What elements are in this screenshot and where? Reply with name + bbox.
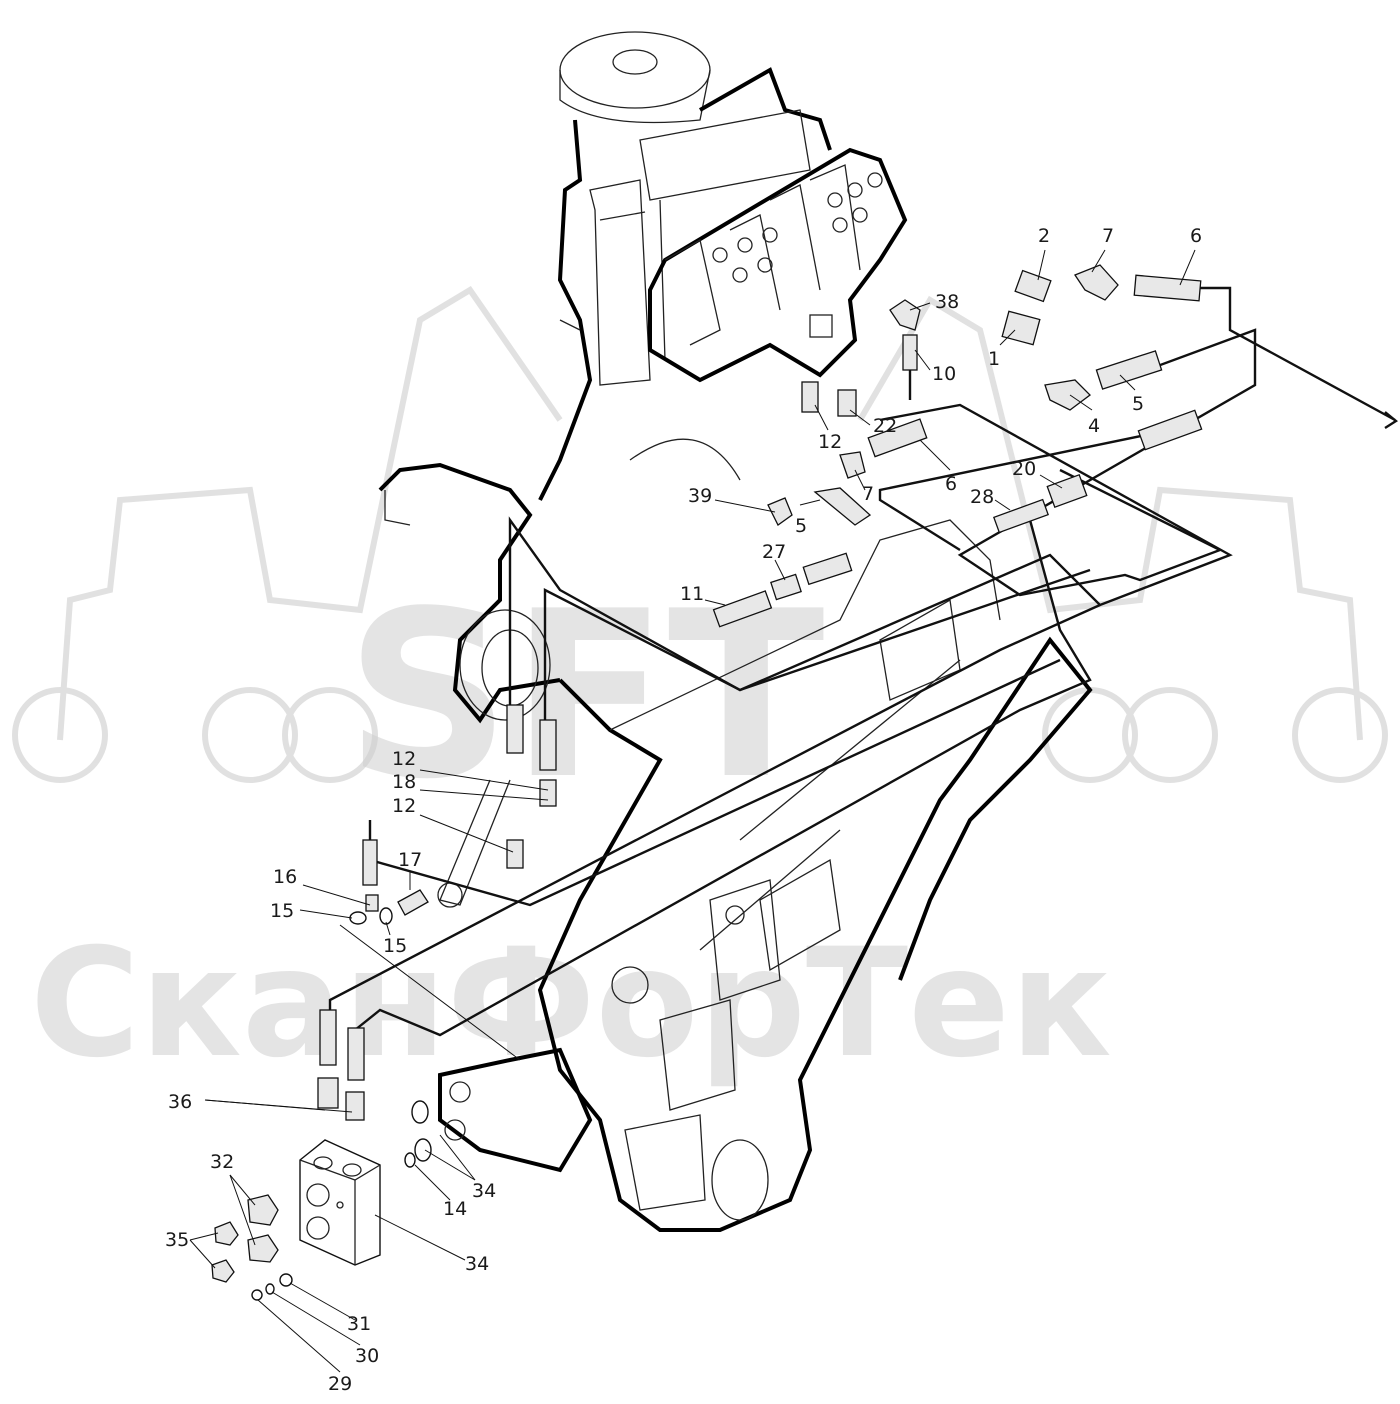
seal-34b	[414, 1138, 432, 1162]
callout-34: 34	[472, 1180, 496, 1202]
callout-12c: 12	[392, 795, 416, 817]
callout-18: 18	[392, 771, 416, 793]
callout-35: 35	[165, 1229, 189, 1251]
callout-34b: 34	[465, 1253, 489, 1275]
plug-35b	[211, 1259, 235, 1283]
seal-14	[404, 1152, 416, 1168]
callout-22: 22	[873, 415, 897, 437]
hose-end-28	[992, 498, 1050, 534]
bolt-29	[251, 1289, 263, 1301]
callout-6b: 6	[945, 473, 957, 495]
callout-10: 10	[932, 363, 956, 385]
hose-end-5a	[1095, 350, 1163, 390]
plug-32a	[247, 1194, 279, 1226]
callout-labels: 2 7 6 38 1 10 5 4 22 12 6 20 7 28 39 5 2…	[165, 225, 1202, 1395]
fitting-31	[279, 1273, 293, 1287]
hose-end-36b	[347, 1027, 365, 1081]
seal-15b	[379, 907, 393, 925]
elbow-7	[1074, 264, 1119, 301]
hose-end-12b-a	[506, 704, 524, 754]
callout-7: 7	[1102, 225, 1114, 247]
leader-lines	[189, 249, 1196, 1373]
callout-5: 5	[1132, 393, 1144, 415]
callout-11: 11	[680, 583, 704, 605]
hose-end-20	[1137, 409, 1203, 451]
callout-31: 31	[347, 1313, 371, 1335]
hydraulic-lines	[328, 286, 1396, 1037]
hose-end-6b	[867, 418, 928, 458]
watermark-excavator-icon	[12, 285, 1388, 783]
line-continuation-arrow	[1384, 411, 1399, 430]
sensor-10	[902, 334, 918, 371]
callout-12: 12	[818, 431, 842, 453]
hose-end-5c	[802, 552, 853, 586]
fitting-22	[837, 389, 857, 417]
hose-end-36a	[319, 1009, 337, 1066]
callout-1: 1	[988, 348, 1000, 370]
seal-34a	[411, 1100, 429, 1124]
callout-20: 20	[1012, 458, 1036, 480]
fitting-20	[1046, 474, 1088, 508]
fitting-1	[1001, 310, 1041, 346]
callout-15b: 15	[383, 935, 407, 957]
fittings	[211, 264, 1203, 1301]
callout-4: 4	[1088, 415, 1100, 437]
callout-17: 17	[398, 849, 422, 871]
callout-15: 15	[270, 900, 294, 922]
fitting-12c	[506, 839, 524, 869]
watermark-brand: СканФорТек	[30, 917, 1112, 1091]
callout-14: 14	[443, 1198, 467, 1220]
callout-6: 6	[1190, 225, 1202, 247]
fitting-17	[397, 889, 429, 916]
plug-35a	[214, 1221, 239, 1246]
elbow-5b	[813, 487, 872, 526]
watermark: SFT СканФорТек	[12, 285, 1388, 1091]
fitting-12a	[801, 381, 819, 413]
control-valve-block	[648, 147, 908, 383]
elbow-38	[889, 299, 921, 331]
callout-16: 16	[273, 866, 297, 888]
callout-32: 32	[210, 1151, 234, 1173]
elbow-7b	[839, 451, 866, 479]
callout-38: 38	[935, 291, 959, 313]
fitting-27	[770, 573, 802, 601]
plug-32b	[247, 1234, 279, 1263]
fitting-36a	[317, 1077, 339, 1109]
elbow-4	[1044, 379, 1091, 411]
fitting-18	[539, 779, 557, 807]
fitting-39	[767, 497, 793, 526]
seal-15a	[349, 911, 367, 925]
hose-end-11	[712, 590, 773, 628]
hose-end-6a	[1133, 274, 1202, 302]
hose-end-16	[362, 839, 378, 886]
fitting-2	[1014, 269, 1052, 303]
washer-30	[265, 1283, 275, 1295]
callout-12b: 12	[392, 748, 416, 770]
fitting-36b	[345, 1091, 365, 1121]
callout-7b: 7	[862, 483, 874, 505]
callout-27: 27	[762, 541, 786, 563]
callout-2: 2	[1038, 225, 1050, 247]
fitting-16	[365, 894, 379, 912]
callout-30: 30	[355, 1345, 379, 1367]
callout-39: 39	[688, 485, 712, 507]
machine-frame	[378, 31, 1093, 1232]
callout-36: 36	[168, 1091, 192, 1113]
callout-5b: 5	[795, 515, 807, 537]
callout-28: 28	[970, 486, 994, 508]
callout-29: 29	[328, 1373, 352, 1395]
hose-end-12b-b	[539, 719, 557, 771]
